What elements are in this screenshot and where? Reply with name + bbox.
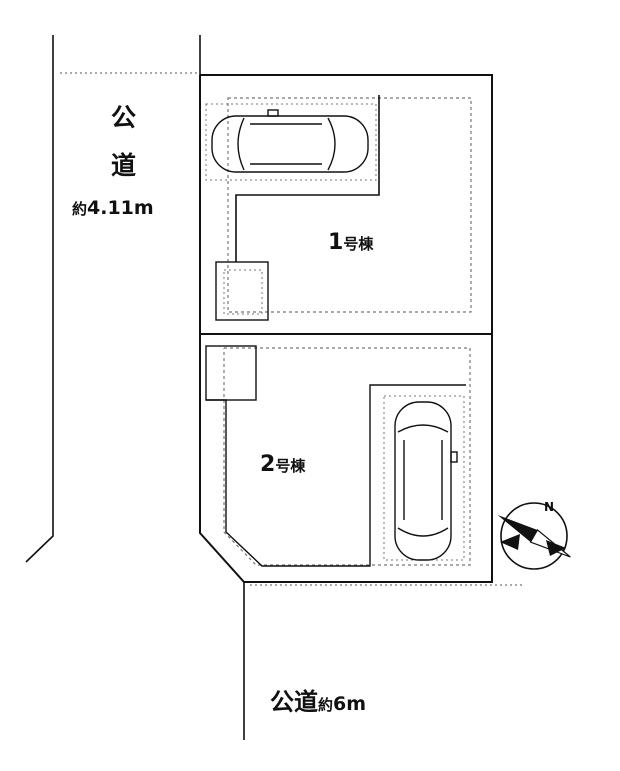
- compass-arrow-left: [500, 534, 520, 550]
- lot1-suffix: 号棟: [343, 235, 374, 253]
- lot2-car: [394, 401, 458, 561]
- west-road-outer-edge: [25, 35, 54, 563]
- lot1-car-mirror: [267, 109, 279, 117]
- lot1-number: 1: [328, 230, 344, 255]
- lot2-entry-box: [205, 345, 257, 401]
- lot1-building-dashed-outline: [227, 97, 472, 313]
- lot1-car: [211, 109, 369, 173]
- compass-arrow-right: [546, 540, 566, 556]
- west-road-name-line2: 道: [111, 151, 137, 180]
- lot2-number: 2: [260, 452, 276, 477]
- lot2-parking-stall: [383, 395, 465, 561]
- lot2-car-rear-window: [397, 527, 449, 537]
- west-road-name-line1: 公: [111, 103, 137, 132]
- lot1-car-rear-window: [327, 117, 336, 171]
- lot-outline: [199, 74, 493, 583]
- lot1-building: [205, 95, 472, 321]
- lot2-building-outline: [206, 384, 466, 567]
- lot2-building-dashed-outline: [223, 347, 471, 566]
- compass-ring: [500, 502, 568, 570]
- compass: [497, 502, 571, 570]
- west-road-width-value: 4.11m: [87, 197, 154, 219]
- south-road-label: 公道約6m: [270, 682, 366, 717]
- lot1-label: 1号棟: [328, 230, 373, 255]
- lot1-parking-stall: [205, 103, 377, 181]
- lot2-car-mirror: [450, 451, 458, 463]
- lot1-entry-inner: [223, 269, 263, 315]
- south-road-name: 公道: [270, 688, 318, 716]
- lot2-label: 2号棟: [260, 452, 305, 477]
- west-road-width: 約4.11m: [72, 197, 154, 219]
- lot2-building: [205, 345, 471, 567]
- lot2-suffix: 号棟: [275, 457, 306, 475]
- property-boundary: [199, 74, 493, 583]
- lot1-building-outline: [235, 95, 380, 262]
- lot1-entry-box: [215, 261, 269, 321]
- west-road-width-prefix: 約: [72, 200, 88, 218]
- lot2-car-body: [394, 401, 452, 561]
- compass-needle-north: [497, 515, 538, 543]
- lot1-car-body: [211, 115, 369, 173]
- south-road: [243, 582, 525, 740]
- compass-north-letter: N: [544, 500, 555, 514]
- west-road: [25, 35, 201, 563]
- south-road-width-value: 6m: [333, 693, 367, 715]
- lot2-car-windshield: [397, 424, 449, 433]
- lot1-car-windshield: [237, 117, 245, 171]
- south-road-width-prefix: 約: [318, 696, 334, 714]
